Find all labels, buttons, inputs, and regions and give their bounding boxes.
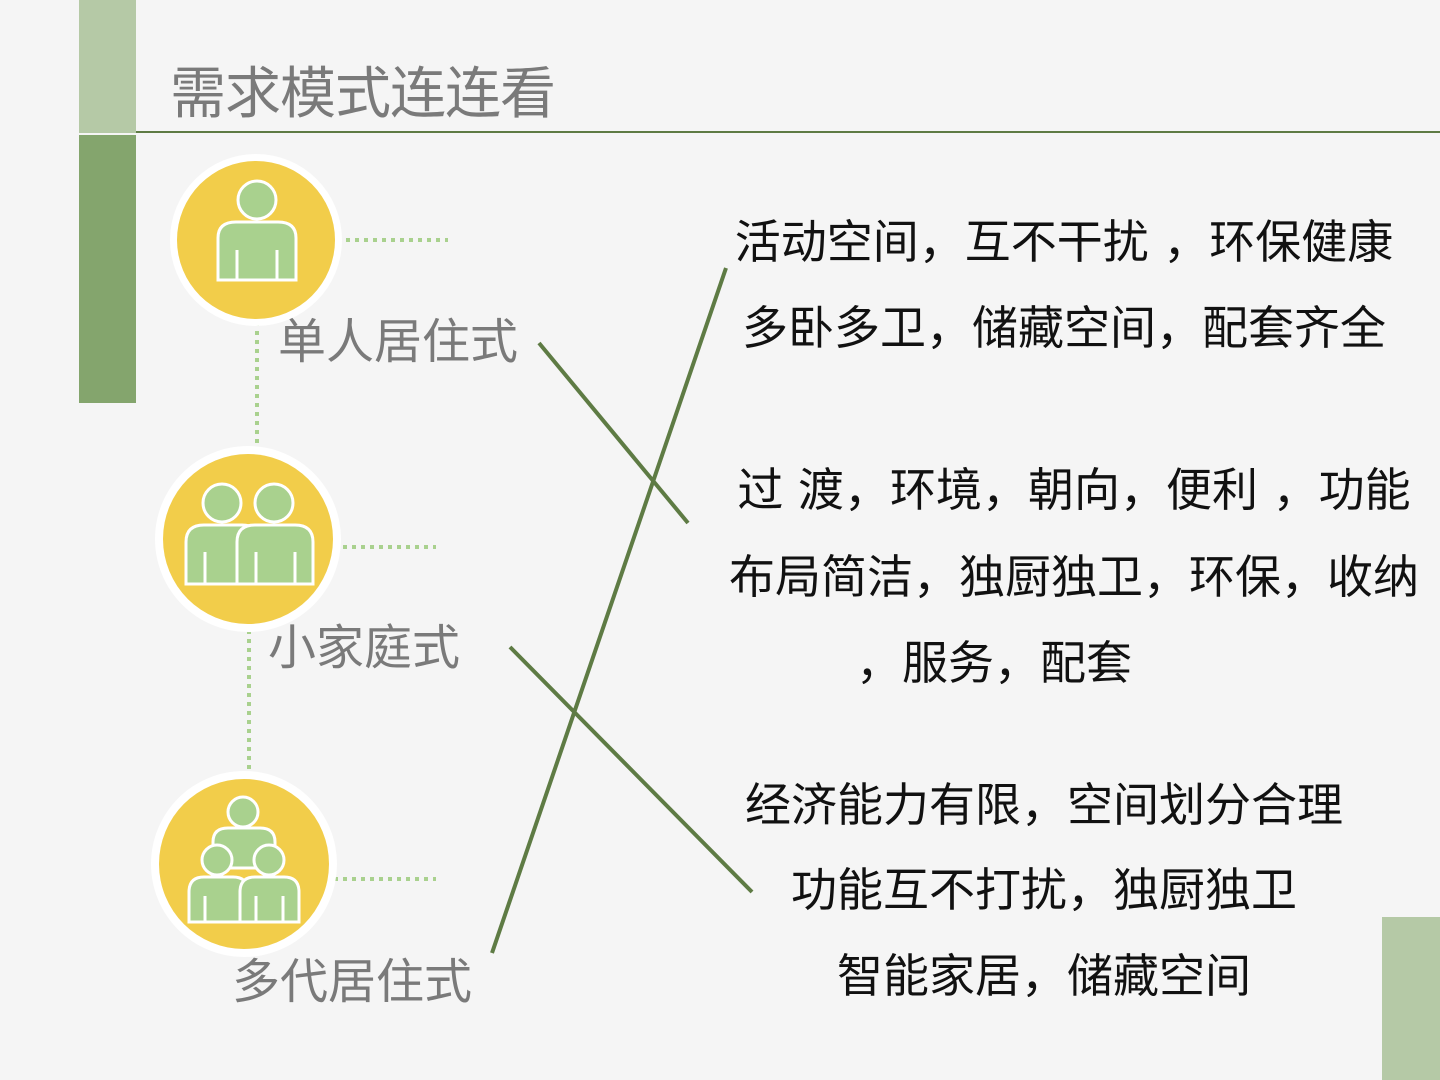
description-line: 布局简洁，独厨独卫，环保，收纳 — [729, 550, 1419, 604]
match-line-single — [537, 341, 690, 525]
description-line: 活动空间，互不干扰 ，环保健康 — [734, 215, 1394, 269]
description-line: 功能互不打扰，独厨独卫 — [791, 863, 1297, 917]
title-underline — [136, 131, 1440, 133]
two-person-icon — [155, 446, 341, 632]
match-line-family — [508, 645, 754, 894]
decorative-corner-block — [1382, 917, 1440, 1080]
three-person-icon — [151, 771, 337, 957]
category-label-single: 单人居住式 — [278, 314, 519, 370]
description-line: 多卧多卫，储藏空间，配套齐全 — [742, 301, 1386, 355]
single-person-icon — [170, 154, 342, 326]
page-title: 需求模式连连看 — [170, 62, 556, 127]
category-label-multigeneration: 多代居住式 — [232, 954, 473, 1010]
decorative-bar-top — [79, 0, 136, 133]
category-label-small-family: 小家庭式 — [268, 620, 461, 676]
decorative-bar-middle — [79, 135, 136, 403]
description-line: 过 渡，环境，朝向，便利 ，功能 — [737, 463, 1411, 517]
description-line: 经济能力有限，空间划分合理 — [745, 778, 1343, 832]
match-line-multigen — [490, 267, 728, 954]
description-line: 智能家居，储藏空间 — [837, 949, 1251, 1003]
description-line: ，服务，配套 — [856, 636, 1132, 690]
